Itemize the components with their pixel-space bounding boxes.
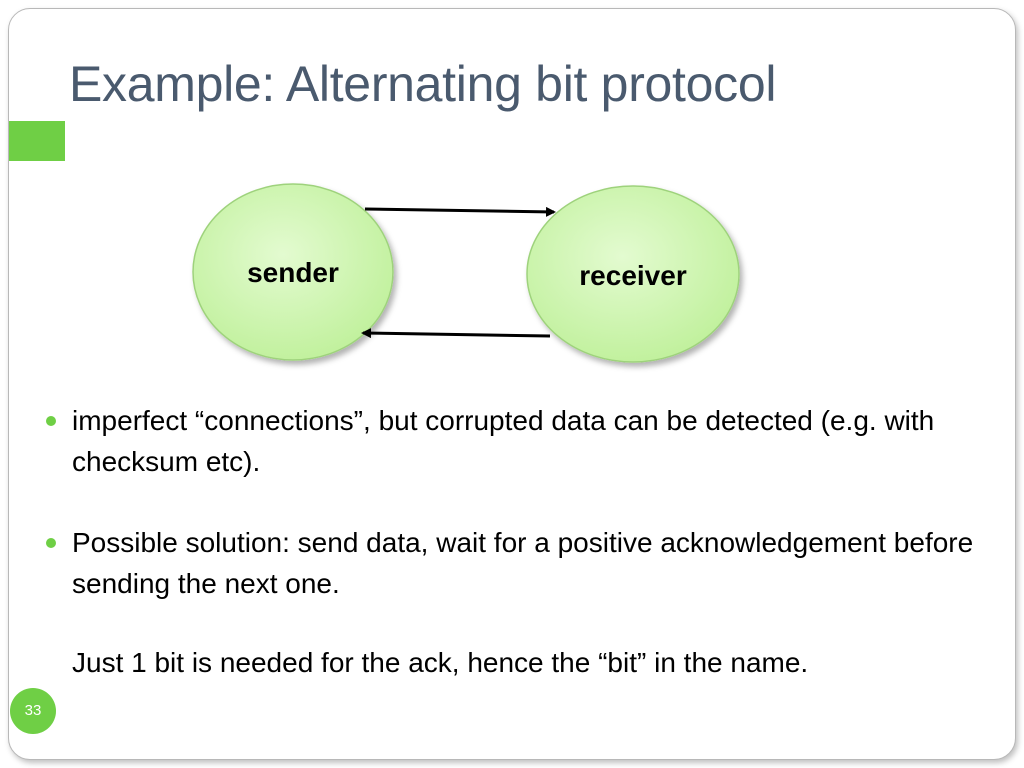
arrow-receiver-to-sender [361,328,551,339]
arrow-sender-to-receiver [364,206,556,217]
slide: Example: Alternating bit protocol [8,8,1016,760]
bullet-item: Possible solution: send data, wait for a… [46,522,986,683]
slide-title: Example: Alternating bit protocol [69,56,777,112]
receiver-node [526,185,740,363]
bullet-item: imperfect “connections”, but corrupted d… [46,400,986,482]
bullet-marker [46,538,56,548]
sender-receiver-diagram: sender receiver [192,183,740,363]
receiver-label: receiver [579,260,687,291]
bullet-text: imperfect “connections”, but corrupted d… [72,405,935,477]
sender-label: sender [247,257,339,288]
bullet-text-continued: Just 1 bit is needed for the ack, hence … [72,647,809,678]
bullet-text: Possible solution: send data, wait for a… [72,527,974,599]
title-accent-bar [9,121,65,161]
bullet-marker [46,416,56,426]
bullet-list: imperfect “connections”, but corrupted d… [46,400,986,683]
page-number-badge: 33 [10,688,56,734]
sender-node [192,183,394,361]
